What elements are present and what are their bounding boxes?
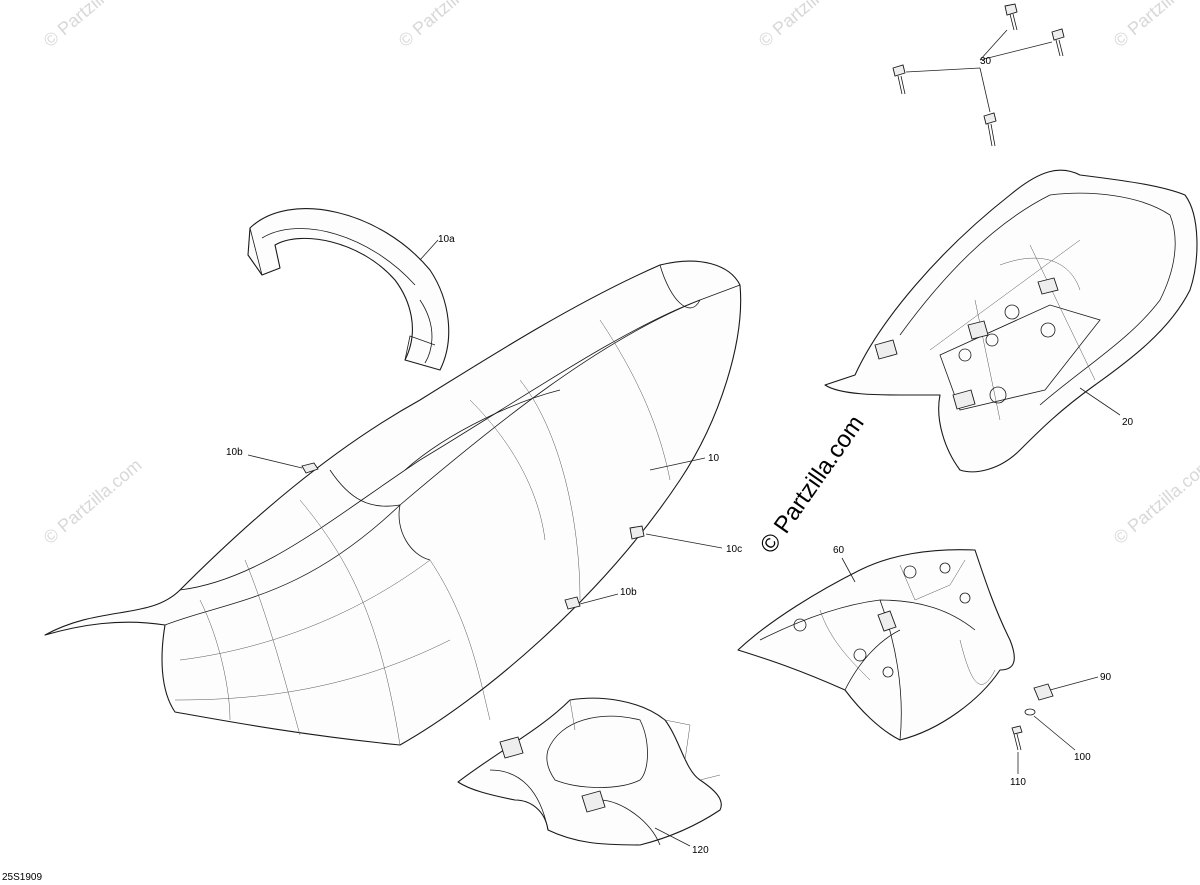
leader-10 bbox=[649, 457, 706, 471]
watermark: © Partzilla.com bbox=[1110, 455, 1200, 548]
leader-10b-lower bbox=[579, 593, 619, 605]
leader-60 bbox=[841, 557, 856, 583]
callout-120: 120 bbox=[692, 845, 709, 856]
nut-90: 90 bbox=[1033, 672, 1112, 701]
seat-strap-10a: 10a bbox=[247, 208, 455, 371]
drawing-code: 25S1909 bbox=[2, 872, 42, 883]
seat-tray-120: 120 bbox=[457, 697, 722, 856]
leader-120 bbox=[654, 827, 691, 847]
callout-10b-lower: 10b bbox=[620, 587, 637, 598]
watermark: © Partzilla.com bbox=[395, 0, 501, 51]
watermark: © Partzilla.com bbox=[40, 0, 146, 51]
leader-30 bbox=[905, 29, 1053, 113]
callout-100: 100 bbox=[1074, 752, 1091, 763]
screw bbox=[983, 112, 997, 147]
leader-10b-upper bbox=[247, 454, 303, 469]
clip-10b-upper: 10b bbox=[226, 447, 319, 474]
clip-10b-lower: 10b bbox=[564, 587, 637, 610]
callout-10b-upper: 10b bbox=[226, 447, 243, 458]
leader-10a bbox=[419, 239, 439, 261]
screw-group-30: 30 bbox=[892, 3, 1065, 147]
leader-90 bbox=[1049, 676, 1099, 691]
screw bbox=[1004, 3, 1018, 31]
callout-20: 20 bbox=[1122, 417, 1134, 428]
washer-100: 100 bbox=[1024, 708, 1091, 763]
callout-110: 110 bbox=[1010, 777, 1026, 788]
callout-60: 60 bbox=[833, 545, 845, 556]
bolt-110: 110 bbox=[1010, 725, 1026, 788]
watermark: © Partzilla.com bbox=[755, 0, 861, 51]
leader-10c bbox=[645, 533, 723, 549]
screw bbox=[1051, 28, 1065, 57]
watermark: © Partzilla.com bbox=[40, 455, 146, 548]
callout-10a: 10a bbox=[438, 234, 455, 245]
callout-30: 30 bbox=[980, 56, 992, 67]
watermark: © Partzilla.com bbox=[1110, 0, 1200, 51]
rear-cover-60: 60 bbox=[737, 545, 1015, 741]
seat-10: 10 bbox=[44, 260, 742, 746]
leader-20 bbox=[1079, 387, 1121, 416]
watermark-center: © Partzilla.com bbox=[755, 410, 870, 558]
clip-10c: 10c bbox=[629, 525, 742, 555]
screw bbox=[892, 64, 906, 95]
callout-10: 10 bbox=[708, 453, 720, 464]
grab-handle-20: 20 bbox=[824, 169, 1198, 473]
leader-100 bbox=[1033, 715, 1076, 751]
callout-10c: 10c bbox=[726, 544, 742, 555]
callout-90: 90 bbox=[1100, 672, 1112, 683]
